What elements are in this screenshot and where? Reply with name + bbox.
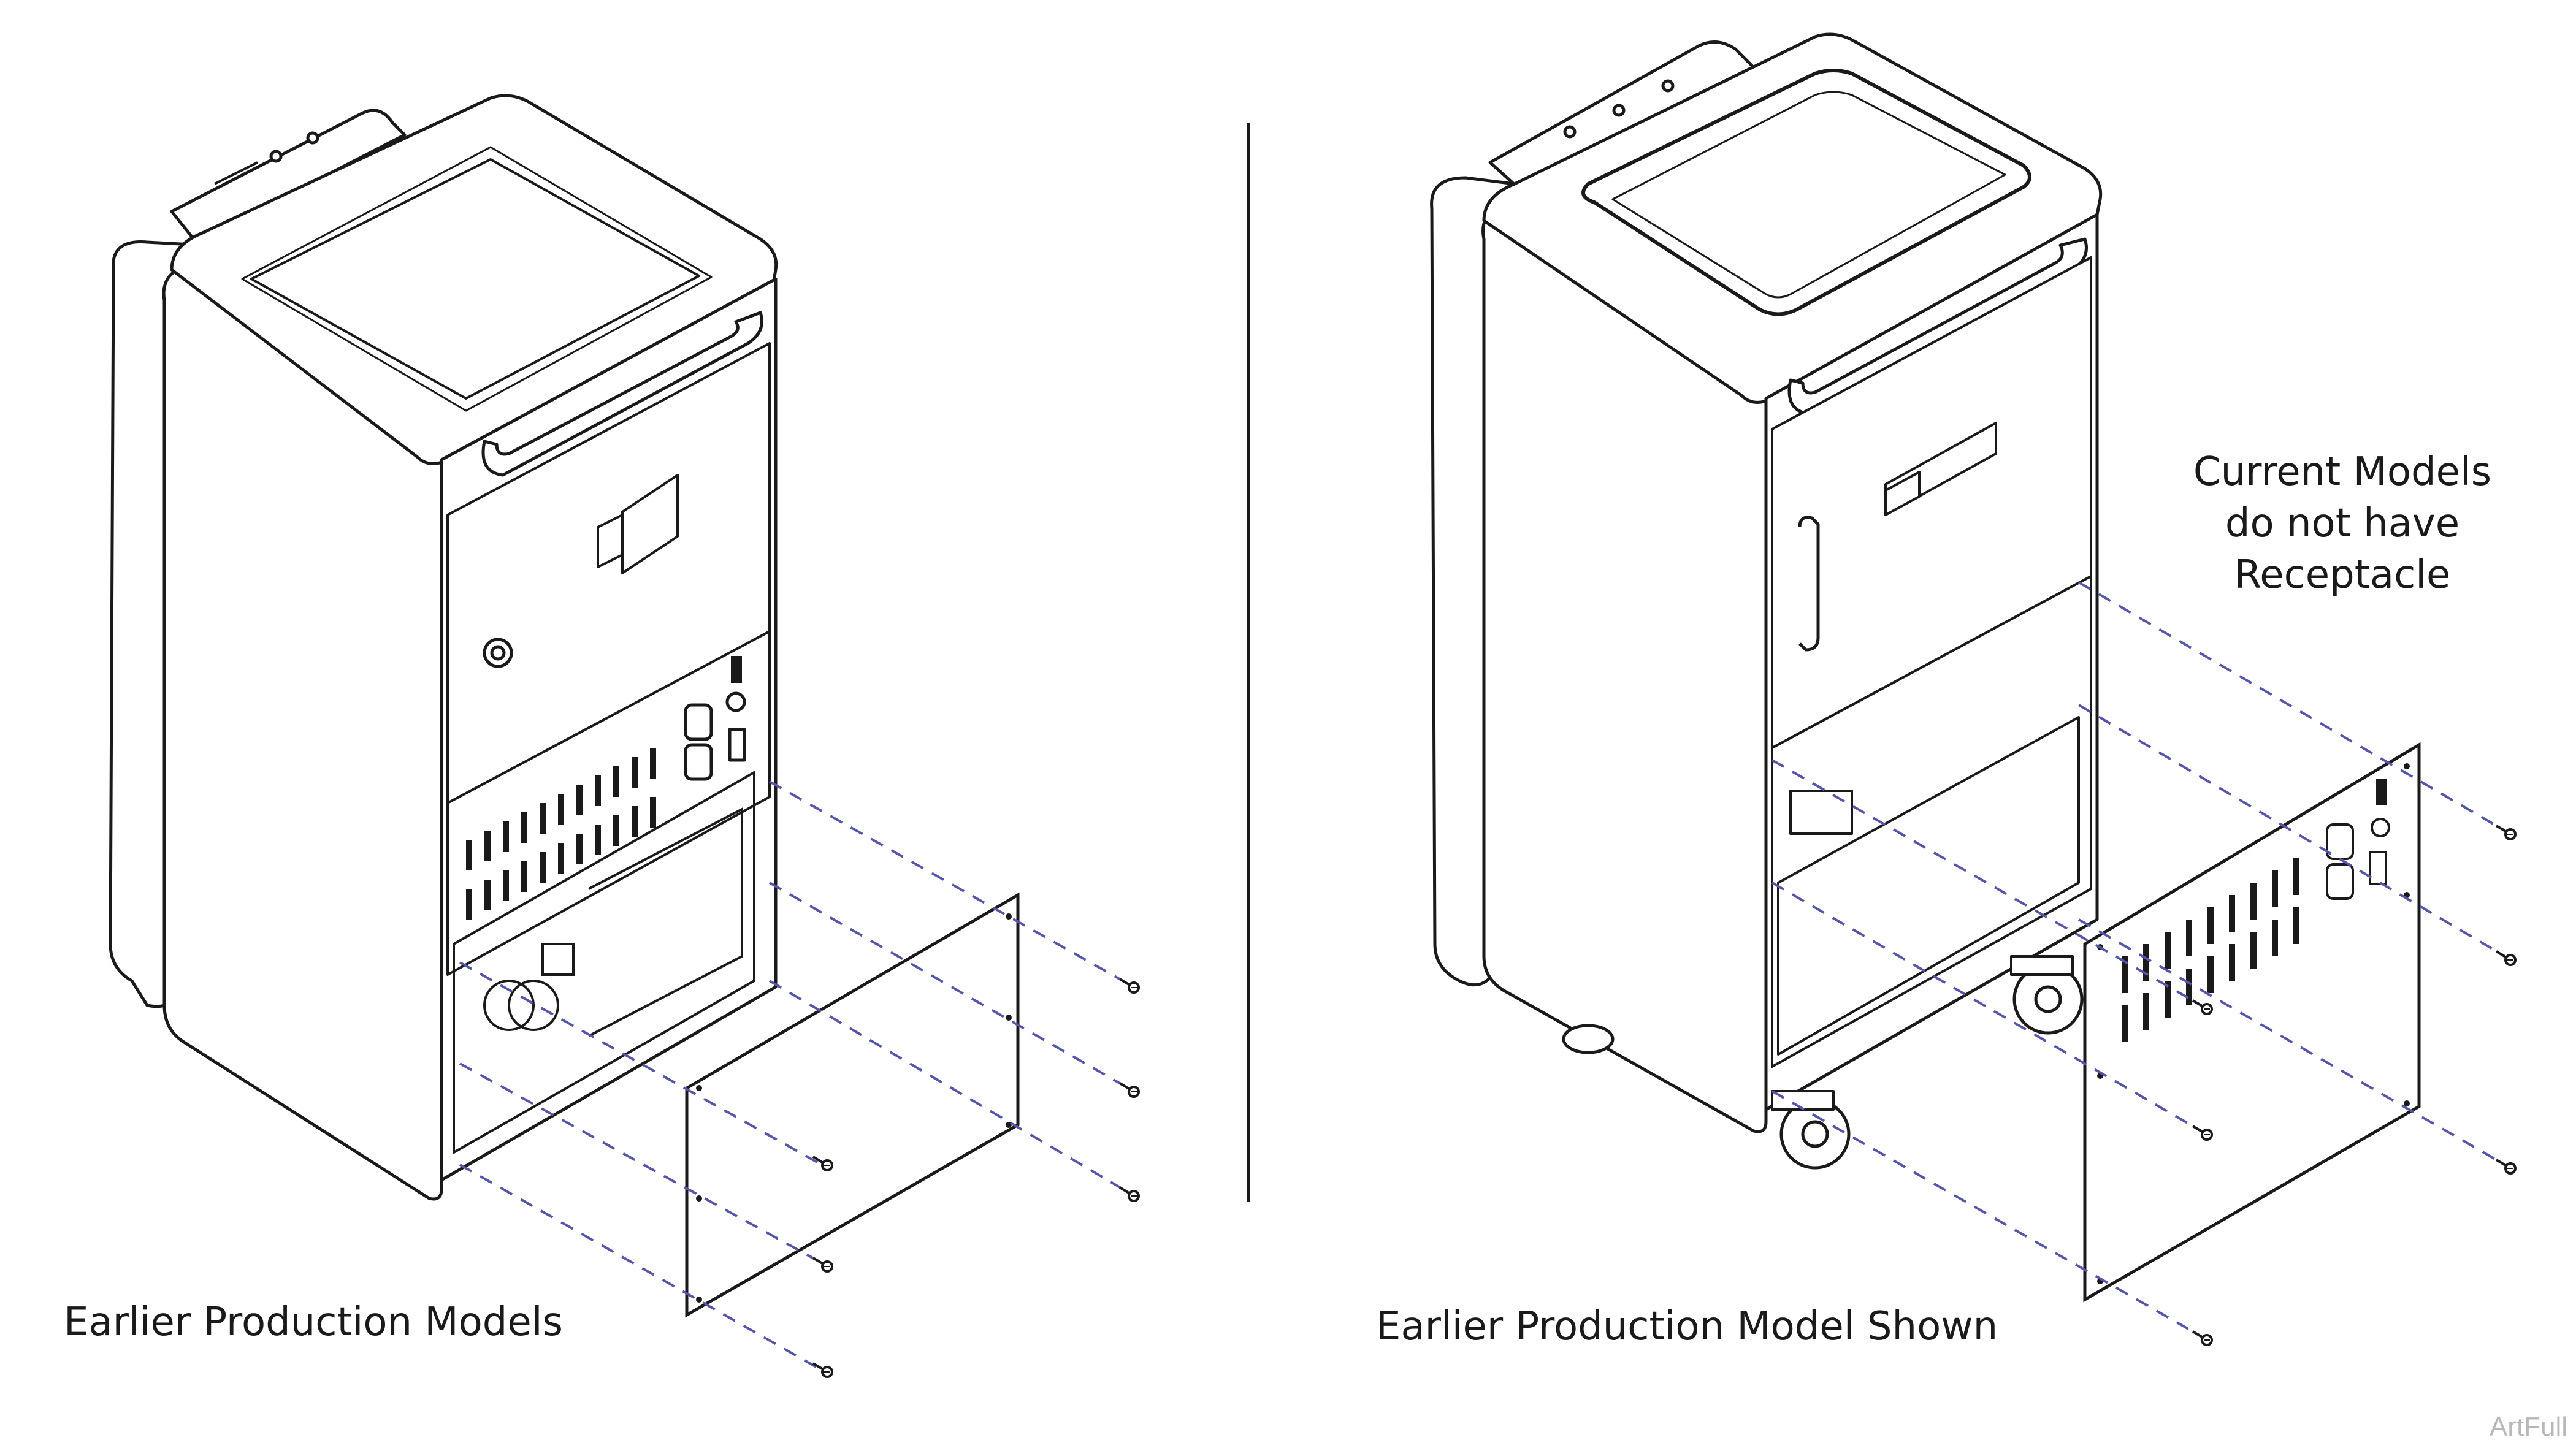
left-vent-slots bbox=[466, 748, 656, 920]
right-rear-panel bbox=[2083, 742, 2421, 1303]
note-line-1: Current Models bbox=[2193, 449, 2492, 495]
right-caption: Earlier Production Model Shown bbox=[1376, 1304, 1998, 1349]
right-cart-unit bbox=[1430, 32, 2103, 1170]
note-line-2: do not have bbox=[2225, 501, 2460, 546]
note-line-3: Receptacle bbox=[2234, 552, 2451, 598]
left-cart-unit bbox=[109, 94, 778, 1201]
watermark: ArtFull bbox=[2489, 1412, 2567, 1442]
right-leader-lines bbox=[1771, 581, 2506, 1338]
left-rear-panel bbox=[685, 892, 1020, 1318]
left-caption: Earlier Production Models bbox=[64, 1300, 563, 1345]
left-body-side bbox=[162, 262, 443, 1201]
receptacle-note: Current Models do not have Receptacle bbox=[2134, 446, 2551, 601]
